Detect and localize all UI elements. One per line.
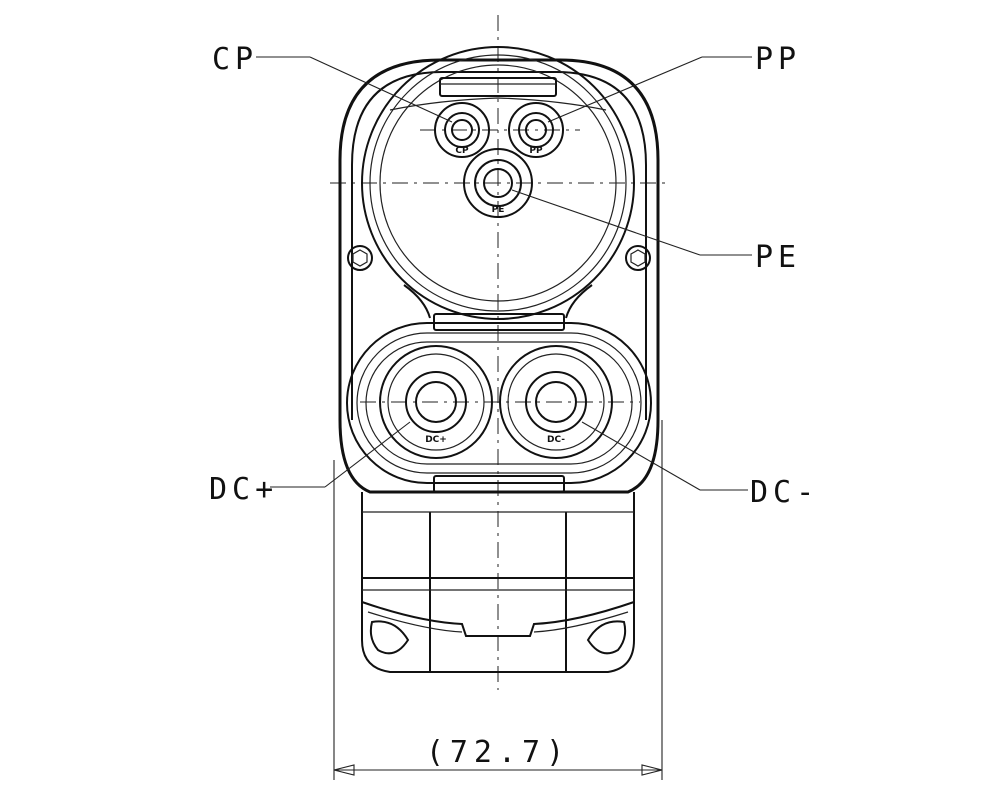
right-screw-icon <box>625 245 651 271</box>
pe-pin-mark: PE <box>492 205 505 215</box>
right-grip-slot <box>586 620 627 655</box>
dc-minus-pin-mark: DC- <box>547 435 565 445</box>
label-dc-plus: DC+ <box>209 472 278 507</box>
width-dimension-value: (72.7) <box>426 735 570 770</box>
dc-face: DC+ DC- <box>346 322 652 493</box>
left-screw-icon <box>347 245 373 271</box>
width-dimension: (72.7) <box>333 420 663 780</box>
cp-pin-mark: CP <box>455 146 469 156</box>
signal-face: CP PP PE <box>361 46 635 320</box>
pp-pin-mark: PP <box>529 146 543 156</box>
left-grip-slot <box>369 620 410 655</box>
housing-outline <box>338 58 660 494</box>
pe-pin: PE <box>463 148 533 218</box>
pp-pin: PP <box>508 102 564 158</box>
rear-body <box>361 492 635 673</box>
cp-pin: CP <box>434 102 490 158</box>
dc-plus-pin-mark: DC+ <box>425 435 447 445</box>
dc-plus-pin: DC+ <box>379 345 493 459</box>
label-pp: PP <box>755 42 801 77</box>
dc-minus-pin: DC- <box>499 345 613 459</box>
label-dc-minus: DC- <box>750 475 819 510</box>
leader-lines <box>256 56 752 491</box>
label-pe: PE <box>755 240 801 275</box>
label-cp: CP <box>212 42 258 77</box>
